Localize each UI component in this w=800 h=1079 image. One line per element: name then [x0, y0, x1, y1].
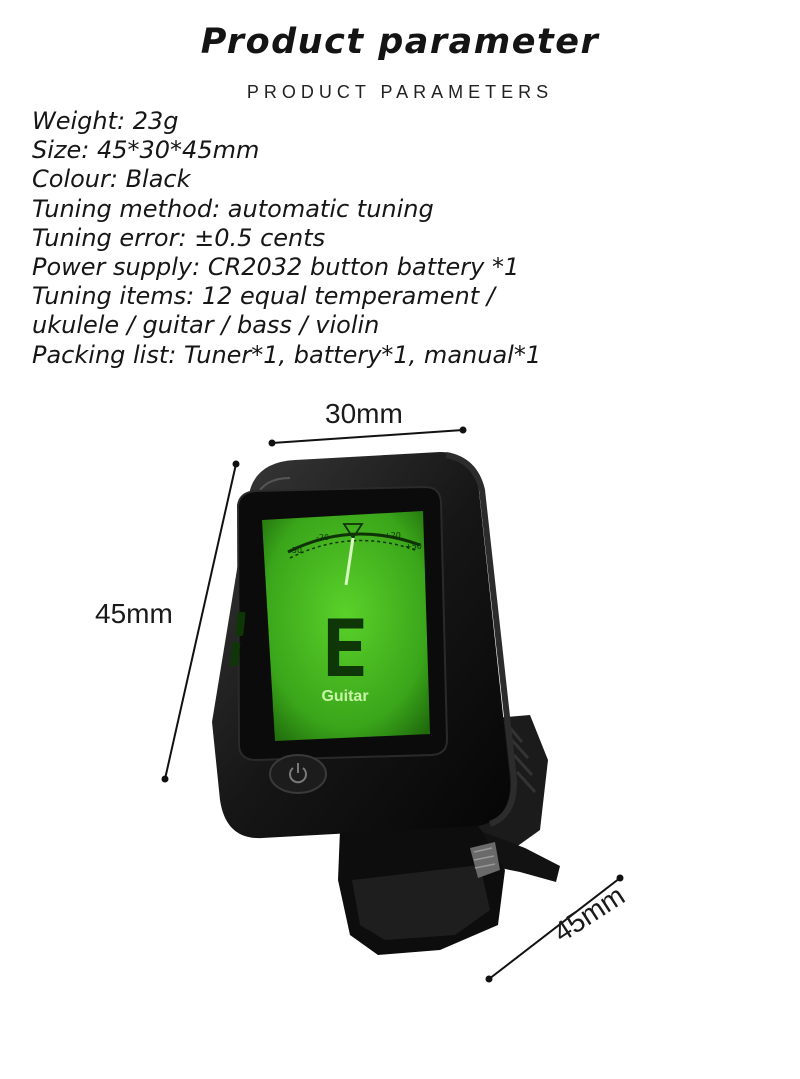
spec-tuning-items: Tuning items: 12 equal temperament / [32, 282, 495, 311]
scale-label-minus20: -20 [316, 533, 329, 542]
lcd-mode-label: Guitar [321, 688, 368, 705]
dimension-height-label: 45mm [95, 598, 173, 629]
lcd-digit-one [230, 612, 246, 666]
scale-label-minus50: -50 [289, 546, 302, 555]
page-title: Product parameter [200, 22, 600, 62]
spec-list: Weight: 23g Size: 45*30*45mm Colour: Bla… [32, 107, 541, 370]
spec-tuning-items-cont: ukulele / guitar / bass / violin [32, 311, 380, 340]
scale-label-plus20: +20 [384, 531, 401, 540]
lcd-note: E [322, 605, 369, 695]
dimension-line-width [268, 426, 467, 447]
spec-tuning-error: Tuning error: ±0.5 cents [32, 223, 326, 252]
tuner-screen: -50 -20 +20 +50 E Guitar [230, 485, 449, 762]
spec-power-supply: Power supply: CR2032 button battery *1 [32, 253, 520, 282]
page-subtitle: PRODUCT PARAMETERS [246, 82, 554, 102]
dimension-line-depth [485, 874, 624, 983]
spec-packing-list: Packing list: Tuner*1, battery*1, manual… [32, 340, 542, 369]
scale-label-plus50: +50 [405, 542, 422, 551]
power-icon [289, 763, 307, 784]
spec-colour: Colour: Black [32, 165, 191, 194]
spec-tuning-method: Tuning method: automatic tuning [32, 194, 434, 223]
power-button[interactable] [269, 754, 327, 794]
dimension-line-height [161, 460, 240, 783]
dimension-width-label: 30mm [325, 398, 403, 429]
spec-weight: Weight: 23g [32, 107, 179, 135]
spec-size: Size: 45*30*45mm [32, 136, 260, 165]
